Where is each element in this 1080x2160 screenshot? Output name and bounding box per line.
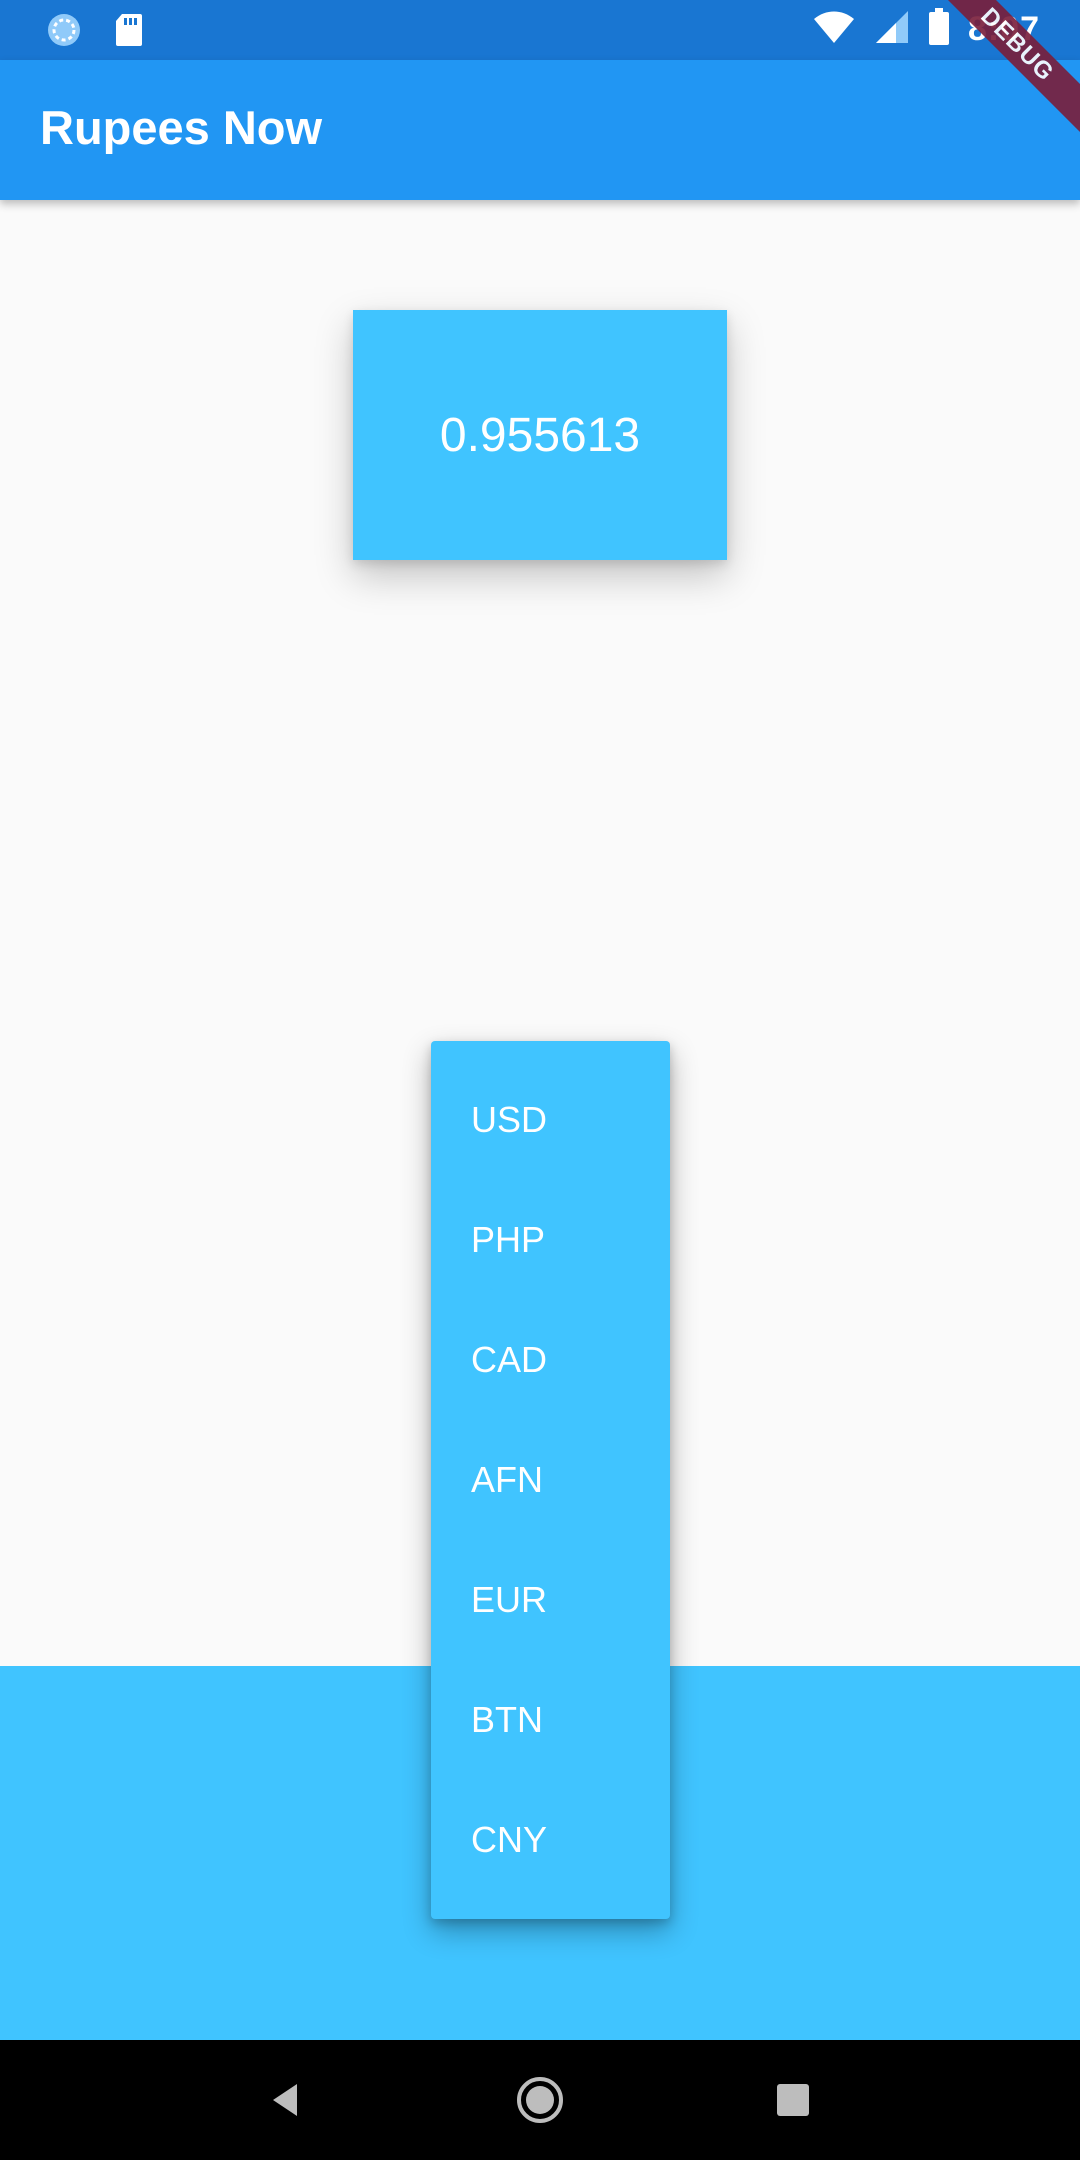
signal-icon (874, 9, 910, 50)
recents-button[interactable] (763, 2070, 823, 2130)
home-button[interactable] (510, 2070, 570, 2130)
sync-icon (46, 12, 82, 53)
currency-option-afn[interactable]: AFN (471, 1459, 543, 1500)
wifi-icon (812, 9, 856, 50)
currency-option-cad[interactable]: CAD (471, 1339, 548, 1380)
status-right-icons: 8:07 (812, 8, 1040, 51)
home-icon (516, 2077, 563, 2123)
sd-card-icon (114, 12, 144, 53)
currency-option-btn[interactable]: BTN (471, 1699, 543, 1740)
back-icon (272, 2084, 297, 2116)
system-nav-bar (0, 2040, 1080, 2160)
currency-dropdown-menu: USD PHP CAD AFN EUR BTN CNY (431, 1041, 670, 1919)
battery-icon (928, 8, 950, 51)
conversion-result-card: 0.955613 (353, 310, 727, 560)
conversion-result-value: 0.955613 (439, 408, 641, 462)
currency-option-usd[interactable]: USD (471, 1099, 548, 1140)
back-button[interactable] (257, 2070, 317, 2130)
currency-option-cny[interactable]: CNY (471, 1819, 548, 1860)
currency-option-eur[interactable]: EUR (471, 1579, 548, 1620)
app-title: Rupees Now (40, 101, 323, 154)
status-time: 8:07 (967, 10, 1040, 48)
recents-icon (777, 2084, 810, 2116)
status-bar: 8:07 (0, 0, 1080, 60)
app-bar: Rupees Now (0, 60, 1080, 200)
status-left-icons (46, 12, 144, 53)
currency-option-php[interactable]: PHP (471, 1219, 546, 1260)
